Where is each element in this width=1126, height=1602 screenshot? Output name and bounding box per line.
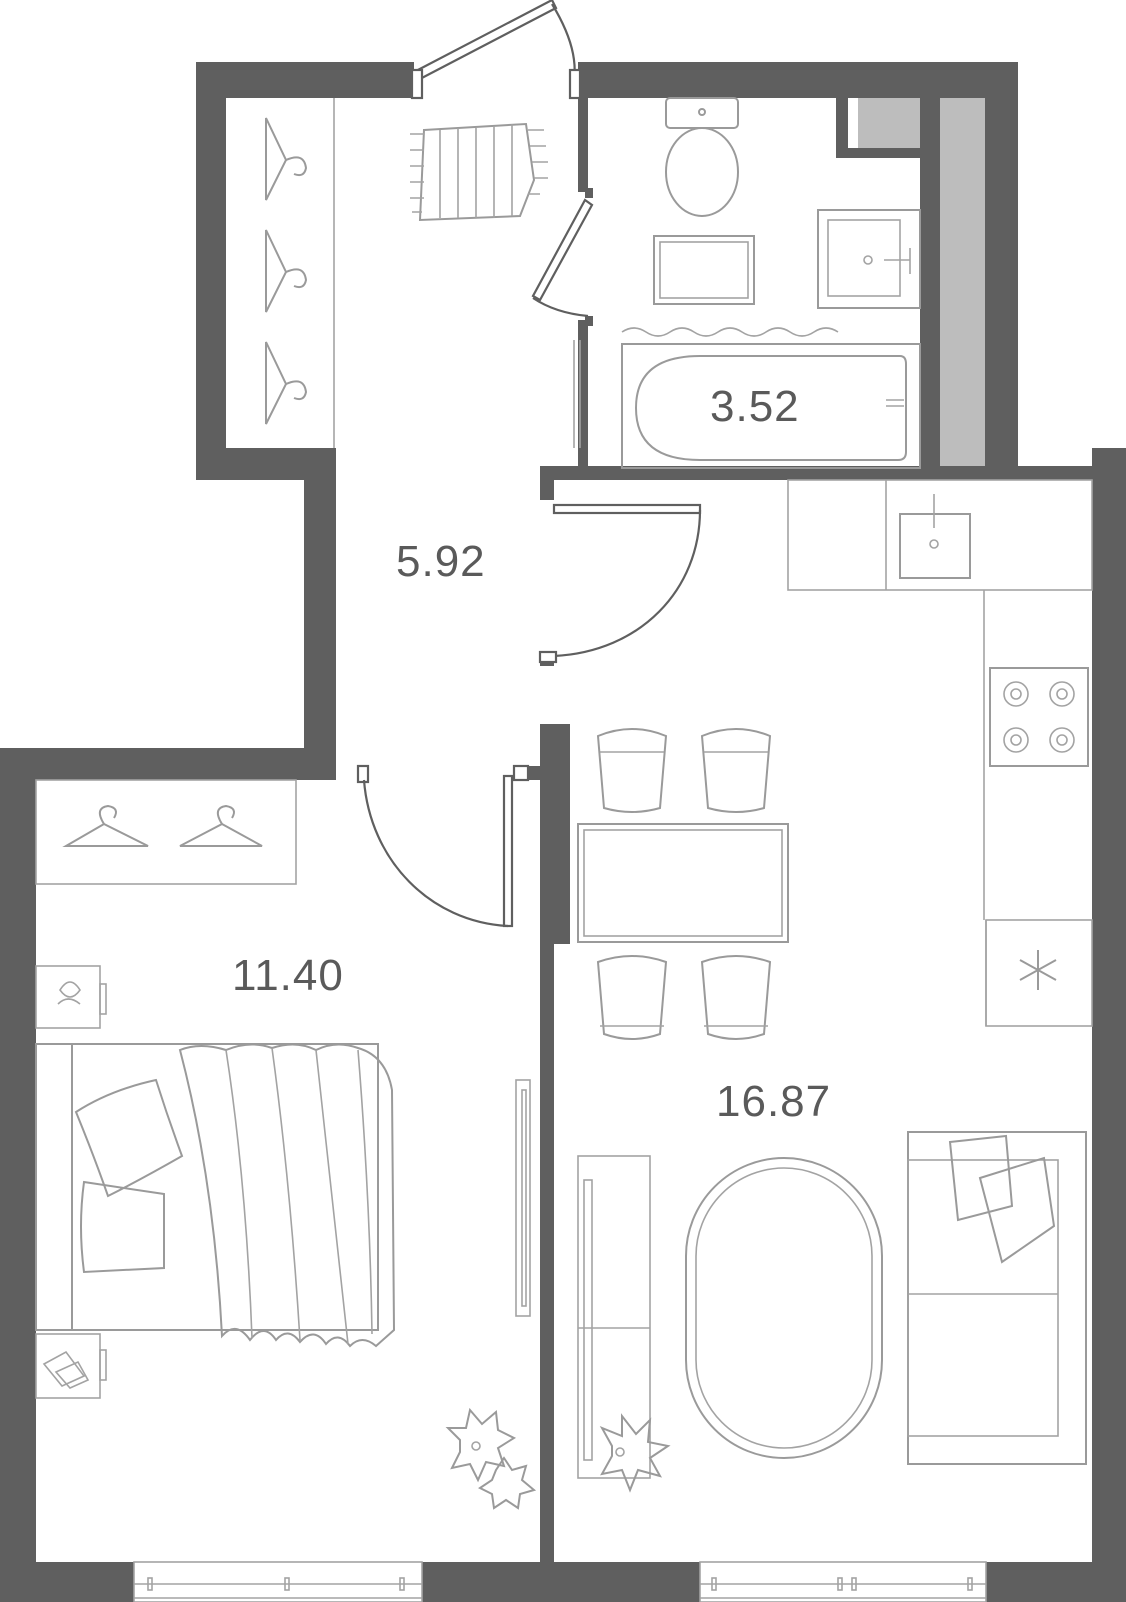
sofa-icon (907, 1131, 1087, 1465)
nightstand-icon (35, 965, 107, 1029)
pillow-icon (948, 1134, 1014, 1222)
kitchen-living (577, 479, 1093, 1493)
walls (0, 62, 1126, 1602)
fridge-snowflake-icon (985, 919, 1093, 1027)
kitchen-sink-icon (899, 494, 971, 579)
window-icon (133, 1561, 423, 1602)
chair-icon (700, 955, 772, 1040)
door-icon (538, 494, 702, 664)
hallway (265, 98, 581, 448)
door-icon (356, 764, 530, 928)
room-area-kitchen-living: 16.87 (716, 1077, 831, 1126)
room-area-bedroom: 11.40 (232, 951, 344, 1000)
bedroom (35, 779, 537, 1510)
room-area-hallway: 5.92 (396, 537, 486, 586)
rug-icon (410, 122, 548, 222)
chair-icon (596, 728, 668, 813)
bed-icon (35, 1043, 396, 1348)
sink-icon (817, 209, 921, 309)
bath-mat-icon (653, 235, 755, 305)
table-icon (577, 823, 789, 943)
hanger-icon (179, 804, 263, 847)
hanger-icon (265, 117, 308, 201)
room-area-bathroom: 3.52 (710, 382, 800, 431)
tv-stand-icon (577, 1155, 651, 1479)
window-icon (699, 1561, 987, 1602)
pillow-icon (978, 1156, 1056, 1264)
pillow-icon (80, 1180, 165, 1274)
plant-icon (599, 1413, 671, 1493)
stove-icon (989, 667, 1089, 767)
door-icon (531, 198, 594, 318)
chair-icon (700, 728, 772, 813)
bathroom (621, 97, 921, 469)
blanket-icon (178, 1043, 396, 1348)
rug-oval-icon (685, 1157, 883, 1459)
plant-icon (445, 1407, 537, 1510)
pillow-icon (74, 1078, 184, 1198)
hanger-icon (265, 229, 308, 313)
bathtub-icon (621, 343, 921, 469)
nightstand-icon (35, 1333, 107, 1399)
toilet-icon (665, 97, 739, 217)
hanger-icon (62, 804, 149, 847)
chair-icon (596, 955, 668, 1040)
hanger-icon (265, 341, 308, 425)
door-icon (410, 0, 582, 100)
